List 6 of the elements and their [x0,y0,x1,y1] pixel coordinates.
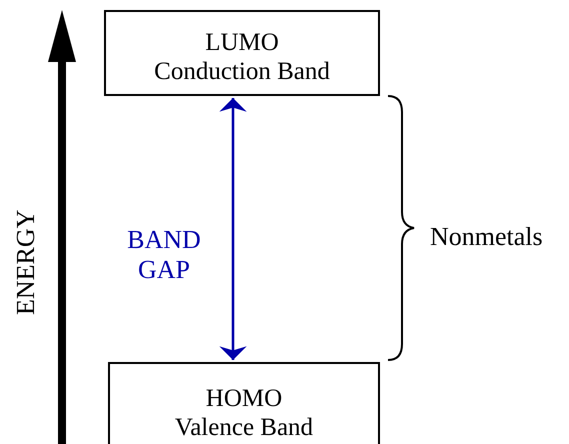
band-box: LUMO Conduction Band [104,10,380,96]
band-box: HOMO Valence Band [108,362,380,444]
axis-label: ENERGY [11,208,41,315]
double-arrow [219,98,247,360]
group-label: Nonmetals [430,222,544,252]
band-gap-label: BAND GAP [126,225,202,285]
